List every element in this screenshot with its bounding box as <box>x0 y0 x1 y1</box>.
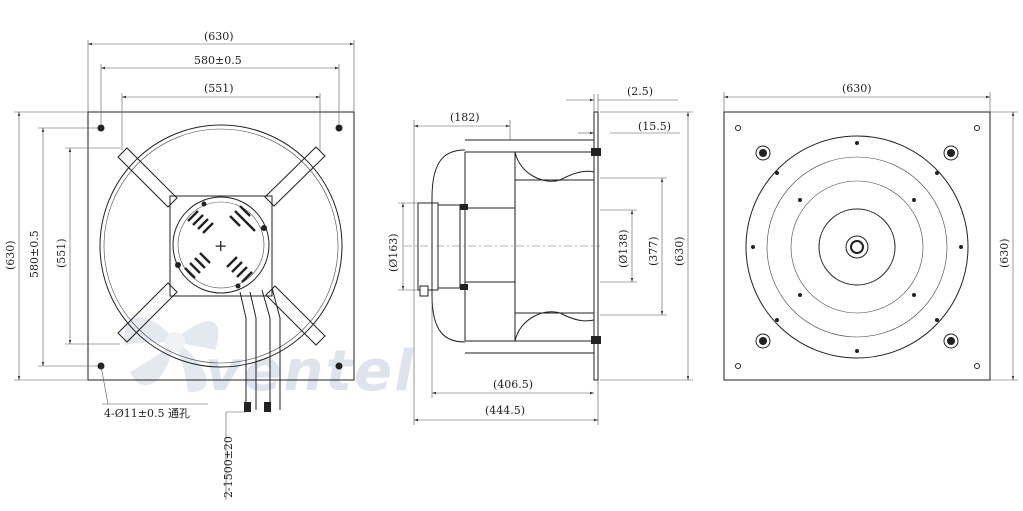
side-depth-total-label: (444.5) <box>485 404 525 417</box>
side-height-label: (630) <box>673 236 686 266</box>
front-grille-height-label: (551) <box>55 238 68 268</box>
fan-logo-icon <box>124 317 219 393</box>
front-height-label: (630) <box>4 240 17 270</box>
side-view: (182) (2.5) (15.5) (Ø163) (Ø138) (377) (… <box>387 85 693 425</box>
motor-heatsink <box>184 205 256 283</box>
flange-offset-label: (15.5) <box>638 120 671 133</box>
mounting-holes-label: 4-Ø11±0.5 通孔 <box>104 407 190 420</box>
front-width-label: (630) <box>204 30 234 43</box>
hub-diameter-label: (Ø138) <box>617 229 630 268</box>
brand-logo-text: ventel <box>205 339 415 404</box>
plate-thickness-label: (2.5) <box>627 85 653 98</box>
brand-watermark: ventel <box>124 317 415 404</box>
rear-view: (630) (630) <box>723 82 1018 381</box>
front-hole-pitch-label: 580±0.5 <box>194 54 242 67</box>
inlet-diameter-label: (377) <box>647 236 660 266</box>
rear-width-label: (630) <box>842 82 872 95</box>
bolt-icon <box>755 145 959 349</box>
motor-diameter-label: (Ø163) <box>387 233 400 272</box>
side-depth-body-label: (406.5) <box>493 378 533 391</box>
rear-height-label: (630) <box>998 238 1011 268</box>
front-view: + (630) 580±0.5 (551) (630) 580±0.5 (551… <box>4 30 355 500</box>
cable-length-label: 2-1500±20 <box>222 436 235 498</box>
mounting-hole-icon <box>97 124 343 370</box>
svg-text:+: + <box>214 236 227 255</box>
side-depth-top-label: (182) <box>450 111 480 124</box>
front-hole-pitch-height-label: 580±0.5 <box>28 230 41 278</box>
front-grille-width-label: (551) <box>204 82 234 95</box>
